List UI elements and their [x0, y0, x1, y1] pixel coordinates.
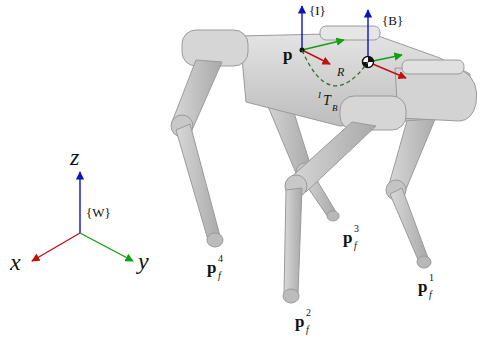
transform-curve	[302, 50, 368, 86]
subscript: B	[332, 104, 338, 113]
frame-label: {B}	[382, 14, 403, 27]
axis-label: x	[10, 250, 21, 274]
vector-label: p	[343, 229, 352, 246]
axis-label: y	[138, 249, 149, 273]
leg-2	[283, 96, 406, 303]
superscript: 3	[354, 224, 359, 234]
subscript: f	[429, 290, 432, 300]
vector-label: p	[418, 278, 427, 295]
superscript: I	[318, 91, 321, 100]
transform-label: T	[323, 94, 331, 108]
body-frame	[363, 10, 407, 78]
subscript: f	[354, 241, 357, 251]
axis-label: z	[70, 145, 79, 169]
matrix-label: R	[337, 66, 344, 78]
world-frame	[32, 172, 133, 261]
leg-4	[171, 30, 248, 247]
vector-label: p	[295, 313, 304, 330]
frame-label: {W}	[86, 206, 111, 219]
superscript: 4	[218, 254, 223, 264]
subscript: f	[218, 271, 221, 281]
frame-label: {I}	[309, 4, 326, 17]
subscript: f	[306, 325, 309, 335]
superscript: 1	[429, 273, 434, 283]
leg-1	[386, 110, 438, 268]
vector-label: p	[283, 46, 292, 63]
vector-label: p	[207, 259, 216, 276]
superscript: 2	[306, 308, 311, 318]
